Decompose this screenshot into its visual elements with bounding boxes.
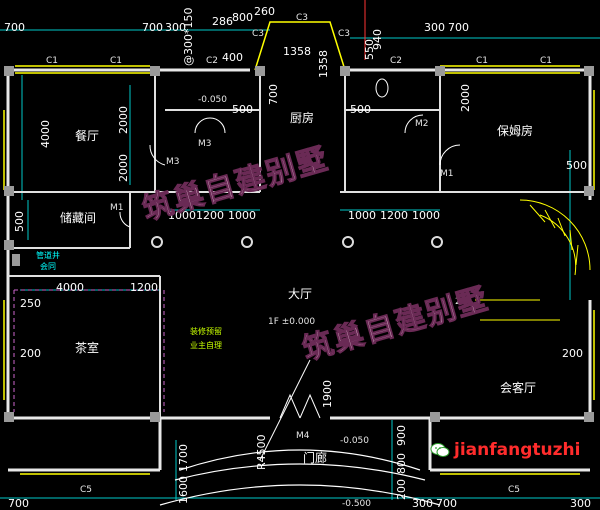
wechat-icon <box>430 442 450 458</box>
dim-top-940: 940 <box>371 29 384 50</box>
window-code-c5b: C5 <box>508 485 521 495</box>
dim-top-286: 286 <box>212 15 233 28</box>
exterior-walls <box>6 68 592 472</box>
window-code-c1d: C1 <box>540 56 553 66</box>
window-code-c1c: C1 <box>476 56 489 66</box>
dim-500d: 500 <box>13 211 26 232</box>
dim-1000a: 1000 <box>168 209 196 222</box>
door-code-m2: M2 <box>415 119 429 129</box>
dim-250: 250 <box>20 297 41 310</box>
room-porch: 门廊 <box>303 451 328 465</box>
spiral-stair <box>475 199 591 321</box>
dim-200b: 200 <box>562 347 583 360</box>
dim-top-400: 400 <box>222 51 243 64</box>
door-code-m4: M4 <box>296 431 310 441</box>
dim-200c: 200 <box>395 479 408 500</box>
dim-top-700a: 700 <box>4 21 25 34</box>
dim-left-2000a: 2000 <box>117 106 130 134</box>
dim-top-300b: 300 <box>424 21 445 34</box>
level-kitchen-side: -0.050 <box>198 95 228 105</box>
floor-level-mark: 1F ±0.000 <box>268 317 316 327</box>
room-tea: 茶室 <box>75 341 100 355</box>
dim-500a: 500 <box>232 103 253 116</box>
dim-1200a: 1200 <box>196 209 224 222</box>
dim-1900: 1900 <box>321 380 334 408</box>
stair-count: 24 <box>455 297 467 307</box>
door-swings <box>119 114 461 419</box>
dim-800b: 800 <box>395 453 408 474</box>
dim-left-2000b: 2000 <box>117 154 130 182</box>
window-code-c3c: C3 <box>338 29 351 39</box>
room-hall: 大厅 <box>288 287 313 301</box>
window-code-c3b: C3 <box>252 29 265 39</box>
window-code-c1a: C1 <box>46 56 59 66</box>
interior-walls <box>8 70 590 418</box>
round-columns <box>151 236 443 248</box>
level-porch: -0.050 <box>340 436 370 446</box>
dim-1600: 1600 <box>177 476 190 504</box>
dim-top-260: 260 <box>254 5 275 18</box>
room-kitchen: 厨房 <box>290 111 315 125</box>
dim-top-300a: 300 <box>165 21 186 34</box>
window-code-c2b: C2 <box>390 56 403 66</box>
dimension-lines <box>0 29 600 500</box>
dim-500b: 500 <box>350 103 371 116</box>
dim-1000c: 1000 <box>348 209 376 222</box>
window-code-c3a: C3 <box>296 13 309 23</box>
porch-arc <box>159 449 441 506</box>
window-code-c2a: C2 <box>206 56 219 66</box>
dim-4000b: 4000 <box>56 281 84 294</box>
dim-top-700b: 700 <box>142 21 163 34</box>
dim-right-2000c: 2000 <box>459 84 472 112</box>
dim-top-800: 800 <box>232 11 253 24</box>
window-code-c5a: C5 <box>80 485 93 495</box>
dim-kitchen-700: 700 <box>267 84 280 105</box>
note-renovation: 装修预留 <box>190 327 222 336</box>
door-code-m1a: M1 <box>440 169 454 179</box>
door-code-m3a: M3 <box>198 139 212 149</box>
dim-bottom-300c: 300 <box>412 497 433 510</box>
dim-900: 900 <box>395 425 408 446</box>
dim-1700: 1700 <box>177 444 190 472</box>
dim-500c: 500 <box>566 159 587 172</box>
dim-top-700c: 700 <box>448 21 469 34</box>
dim-left-4000: 4000 <box>39 120 52 148</box>
dim-bottom-300d: 300 <box>570 497 591 510</box>
dim-bay-1358b: 1358 <box>317 50 330 78</box>
note-meeting: 会同 <box>40 262 56 271</box>
note-owner: 业主自理 <box>190 341 222 350</box>
room-storage: 储藏间 <box>60 211 97 225</box>
columns <box>4 66 594 422</box>
dim-bottom-700e: 700 <box>8 497 29 510</box>
radius-leader <box>259 359 311 461</box>
dashed-lines <box>13 289 165 412</box>
dim-1000b: 1000 <box>228 209 256 222</box>
brand-handle: jianfangtuzhi <box>454 440 581 460</box>
dim-1200b: 1200 <box>380 209 408 222</box>
door-code-m3b: M3 <box>166 157 180 167</box>
toilet-symbol <box>375 78 389 98</box>
room-dining: 餐厅 <box>75 129 100 143</box>
dim-200a: 200 <box>20 347 41 360</box>
dim-bay-1358a: 1358 <box>283 45 311 58</box>
dim-1000d: 1000 <box>412 209 440 222</box>
room-nanny: 保姆房 <box>497 124 534 138</box>
level-ground: -0.500 <box>342 499 372 509</box>
room-living: 会客厅 <box>500 381 537 395</box>
radius-label: R4500 <box>255 434 268 470</box>
window-code-c1b: C1 <box>110 56 123 66</box>
door-code-m1b: M1 <box>110 203 124 213</box>
window-lines <box>3 21 595 475</box>
ceiling-note: @300*150 <box>182 7 195 67</box>
dim-bottom-700d: 700 <box>436 497 457 510</box>
dim-1200c: 1200 <box>130 281 158 294</box>
note-pipe-shaft: 管道井 <box>36 251 60 260</box>
